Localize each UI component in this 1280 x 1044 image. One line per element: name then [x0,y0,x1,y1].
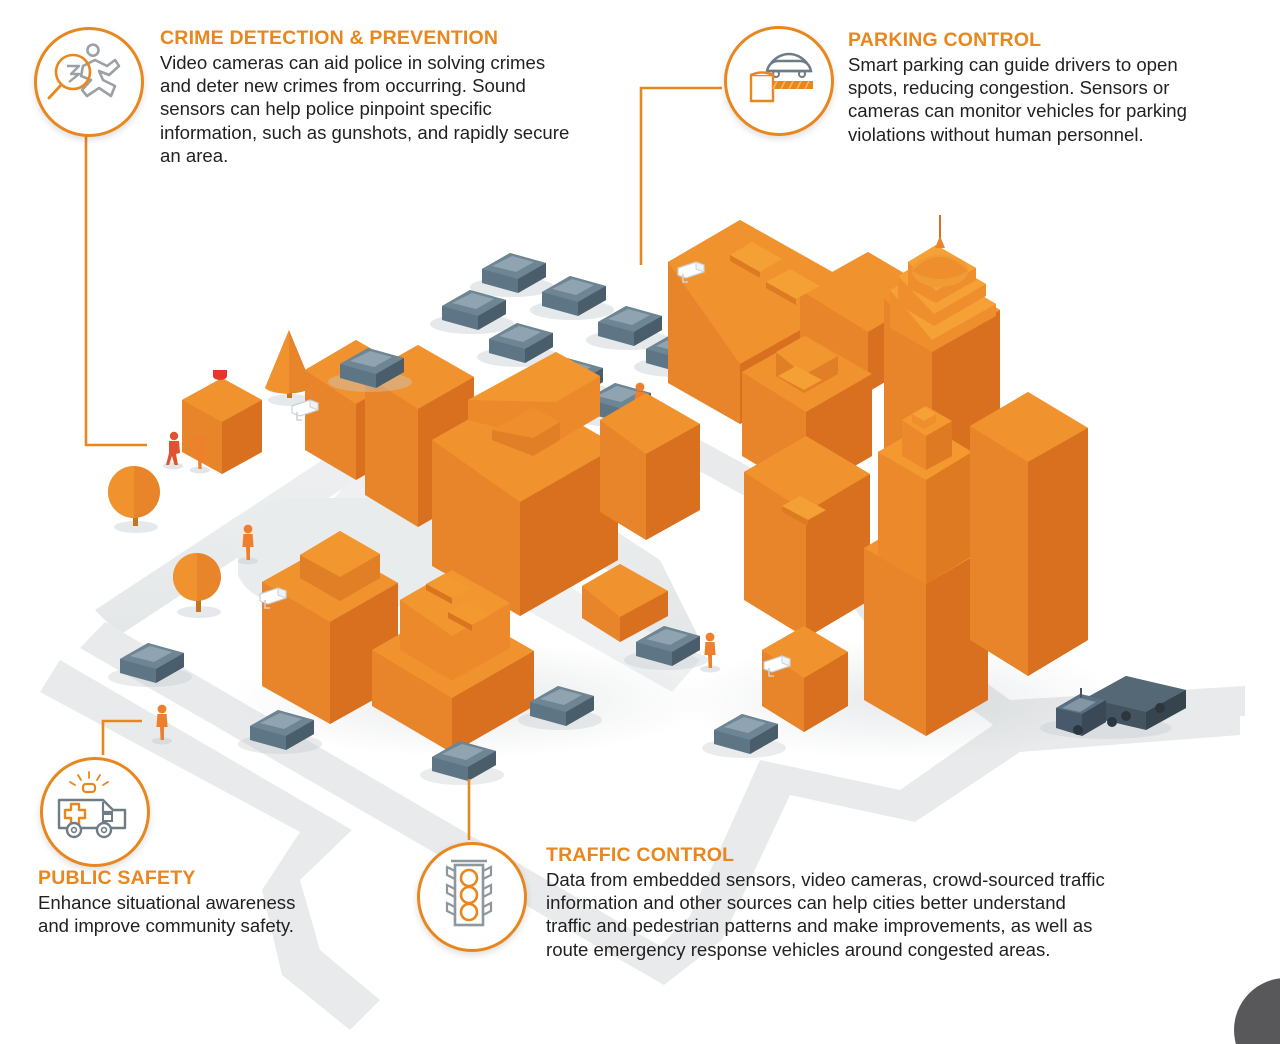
public-safety-icon-badge[interactable] [40,757,150,867]
right-tower [970,392,1088,676]
security-camera-icon [677,261,705,283]
pedestrian [238,524,258,565]
crime-icon-badge[interactable] [34,27,144,137]
central-buildings [262,340,700,753]
callout-public-safety: PUBLIC SAFETY Enhance situational awaren… [38,867,313,937]
pedestrian [190,434,210,474]
parking-icon-badge[interactable] [724,26,834,136]
connector-crime [84,134,147,447]
pedestrian [152,704,172,745]
skyscraper-district [668,215,1088,736]
conical-tree [265,330,313,406]
traffic-icon-badge[interactable] [417,842,527,952]
round-tree [108,466,160,533]
callout-title: TRAFFIC CONTROL [546,844,735,866]
pedestrian [700,632,720,673]
security-camera-icon [291,399,319,421]
callout-body: Data from embedded sensors, video camera… [546,868,1105,960]
callout-body: Enhance situational awareness and improv… [38,891,296,937]
parking-meter-car-icon [749,52,813,103]
connector-lines [84,86,722,840]
security-camera-icon [259,587,287,609]
callout-title: CRIME DETECTION & PREVENTION [160,27,499,49]
callout-title: PUBLIC SAFETY [38,867,196,889]
traffic-light-icon [445,859,493,927]
security-cameras [259,261,791,677]
ambulance-icon [57,771,127,839]
magnifier-body-outline-icon [47,43,121,100]
semi-truck [1040,676,1186,739]
callout-body: Video cameras can aid police in solving … [160,51,570,167]
callout-parking-control: PARKING CONTROL Smart parking can guide … [848,29,1213,146]
callout-traffic-control: TRAFFIC CONTROL Data from embedded senso… [546,844,1106,961]
pedestrian-red [163,431,183,470]
security-camera-icon [763,655,791,677]
stepped-tower [864,406,988,736]
callout-title: PARKING CONTROL [848,29,1042,51]
callout-body: Smart parking can guide drivers to open … [848,53,1187,145]
left-district [108,330,720,745]
alarm-building [182,370,262,474]
corner-circle-accent [1234,978,1280,1044]
street-vehicles [108,348,1186,785]
connector-public-safety [101,719,142,755]
round-tree [173,553,221,618]
connector-parking [639,86,722,265]
callout-crime-detection-prevention: CRIME DETECTION & PREVENTION Video camer… [160,27,580,167]
